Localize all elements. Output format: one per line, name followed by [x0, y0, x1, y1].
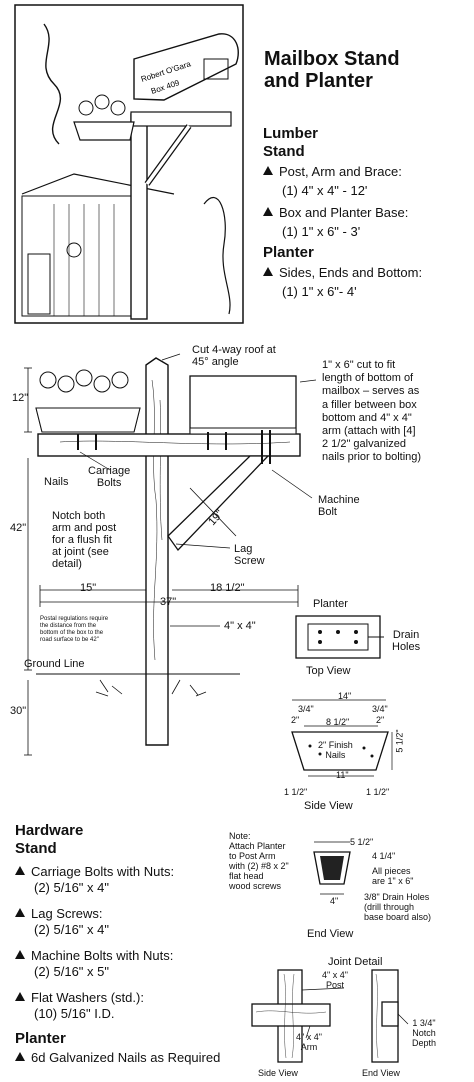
hardware-item-detail: (2) 5/16" x 4" [34, 880, 109, 895]
planter-end-view [313, 841, 351, 895]
hardware-item: Lag Screws: [15, 906, 235, 922]
hardware-item-detail: (10) 5/16" I.D. [34, 1006, 115, 1021]
hardware-item: Machine Bolts with Nuts: [15, 948, 235, 964]
post-size-label: 4" x 4" [224, 620, 256, 632]
dim-42: 42" [10, 522, 27, 534]
joint-side-caption: Side View [258, 1068, 298, 1078]
side-dim-5-5: 5 1/2" [394, 729, 405, 753]
side-dim-3-4-right: 3/4" [372, 704, 388, 714]
roof-note: Cut 4-way roof at 45° angle [192, 344, 276, 368]
hardware-item: Carriage Bolts with Nuts: [15, 864, 235, 880]
planter-side-view [291, 699, 393, 777]
joint-post-label: 4" x 4"Post [322, 970, 348, 990]
side-dim-1-5-right: 1 1/2" [366, 787, 390, 797]
triangle-bullet-icon [263, 207, 273, 216]
lumber-heading: Lumber [263, 125, 319, 142]
end-dim-4-25: 4 1/4" [372, 851, 396, 861]
dim-12: 12" [12, 392, 29, 404]
joint-detail-drawing [251, 969, 409, 1063]
triangle-bullet-icon [263, 166, 273, 175]
joint-arm-label: 4" x 4"Arm [296, 1032, 322, 1052]
side-dim-2-right: 2" [376, 715, 385, 725]
hardware-item-detail: (2) 5/16" x 4" [34, 922, 109, 937]
title-line1: Mailbox Stand [264, 48, 400, 70]
title-line2: and Planter [264, 70, 373, 92]
side-view-caption: Side View [304, 800, 353, 812]
hardware-heading: Hardware [15, 822, 84, 839]
lumber-item-detail: (1) 1" x 6" - 3' [282, 224, 361, 239]
triangle-bullet-icon [15, 908, 25, 917]
planter-top-title: Planter [313, 598, 348, 610]
page-title: Mailbox Stand and Planter [264, 48, 400, 92]
side-dim-8-5: 8 1/2" [326, 717, 350, 727]
end-dim-4: 4" [330, 896, 339, 906]
lumber-item: Post, Arm and Brace: [263, 164, 471, 180]
triangle-bullet-icon [15, 950, 25, 959]
lumber-item-detail: (1) 4" x 4" - 12' [282, 183, 368, 198]
lumber-item: Sides, Ends and Bottom: [263, 265, 471, 281]
dim-18-5: 18 1/2" [210, 582, 245, 594]
lumber-item: Box and Planter Base: [263, 205, 471, 221]
end-dim-5-5: 5 1/2" [350, 837, 374, 847]
lumber-item-detail: (1) 1" x 6"- 4' [282, 284, 357, 299]
hardware-item: 6d Galvanized Nails as Required [15, 1050, 235, 1066]
lumber-planter-heading: Planter [263, 244, 314, 261]
mailbox-illustration: Robert O'Gara Box 409 [14, 4, 244, 324]
hardware-planter-heading: Planter [15, 1030, 66, 1047]
triangle-bullet-icon [15, 866, 25, 875]
dim-15: 15" [80, 582, 97, 594]
end-view-caption: End View [307, 928, 354, 940]
nails-label: Nails [44, 476, 69, 488]
side-dim-3-4-left: 3/4" [298, 704, 314, 714]
side-dim-1-5-left: 1 1/2" [284, 787, 308, 797]
dim-37: 37" [160, 596, 177, 608]
lumber-stand-heading: Stand [263, 143, 305, 160]
lumber-list: Lumber Stand Post, Arm and Brace: (1) 4"… [263, 125, 471, 300]
side-dim-11: 11" [336, 770, 349, 780]
hardware-item-detail: (2) 5/16" x 5" [34, 964, 109, 979]
triangle-bullet-icon [263, 267, 273, 276]
stand-diagram [24, 353, 317, 756]
side-dim-14: 14" [338, 691, 352, 701]
hardware-item: Flat Washers (std.): [15, 990, 235, 1006]
side-dim-2-left: 2" [291, 715, 300, 725]
triangle-bullet-icon [15, 1052, 25, 1061]
hardware-list: Hardware Stand Carriage Bolts with Nuts:… [15, 822, 235, 1066]
dim-30: 30" [10, 705, 27, 717]
ground-line-label: Ground Line [24, 658, 85, 670]
top-view-caption: Top View [306, 665, 351, 677]
planter-top-view [295, 615, 384, 659]
joint-end-caption: End View [362, 1068, 400, 1078]
joint-detail-title: Joint Detail [328, 956, 383, 968]
hardware-stand-heading: Stand [15, 840, 57, 857]
triangle-bullet-icon [15, 992, 25, 1001]
